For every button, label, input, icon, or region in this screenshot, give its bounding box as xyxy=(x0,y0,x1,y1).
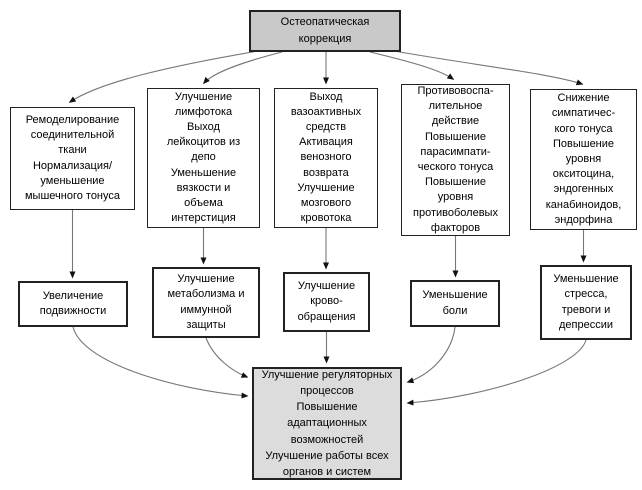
arrow-root-to-antiinflammatory xyxy=(369,51,455,80)
arrow-root-to-lymph xyxy=(202,51,283,85)
node-regulatory-processes-result: Улучшение регуляторных процессов Повышен… xyxy=(252,367,402,480)
arrow-root-to-sympathetic xyxy=(393,50,584,86)
node-circulation-improvement: Улучшение крово- обращения xyxy=(283,272,370,332)
node-metabolism-immune-improvement: Улучшение метаболизма и иммунной защиты xyxy=(152,267,260,338)
arrow-stress-to-result xyxy=(406,339,587,406)
node-lymph-flow-improvement: Улучшение лимфотока Выход лейкоцитов из … xyxy=(147,88,260,228)
node-stress-reduction: Уменьшение стресса, тревоги и депрессии xyxy=(540,265,632,340)
node-connective-tissue-remodeling: Ремоделирование соединительной ткани Нор… xyxy=(10,107,135,210)
arrow-pain-to-result xyxy=(406,326,456,384)
arrow-metabolism-to-result xyxy=(205,337,249,378)
node-sympathetic-tone-reduction: Снижение симпатичес- кого тонуса Повышен… xyxy=(530,89,637,230)
node-pain-reduction: Уменьшение боли xyxy=(410,280,500,327)
arrow-mobility-to-result xyxy=(72,326,249,399)
node-osteopathic-correction: Остеопатическая коррекция xyxy=(249,10,401,52)
arrow-root-to-remodeling xyxy=(68,50,259,103)
node-mobility-increase: Увеличение подвижности xyxy=(18,281,128,327)
node-vasoactive-release: Выход вазоактивных средств Активация вен… xyxy=(274,88,378,228)
node-anti-inflammatory-action: Противовоспа- лительное действие Повышен… xyxy=(401,84,510,236)
